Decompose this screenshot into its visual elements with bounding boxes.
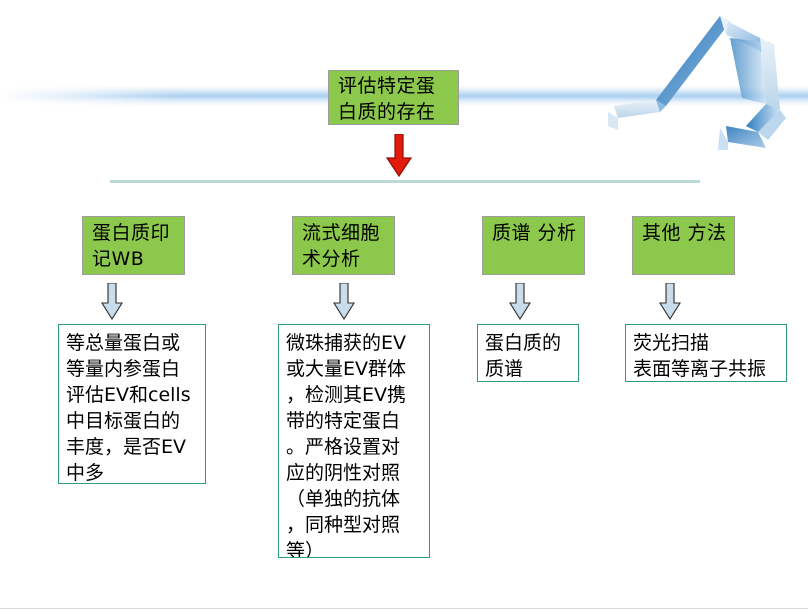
blue-down-arrow-icon-1	[100, 282, 124, 321]
background-band-fade	[0, 86, 180, 106]
flow-root-node[interactable]: 评估特定蛋 白质的存在	[328, 70, 459, 125]
horizontal-divider	[110, 180, 700, 183]
branch-header-1[interactable]: 蛋白质印 记WB	[82, 216, 185, 275]
branch-header-3[interactable]: 质谱 分析	[482, 216, 585, 275]
branch-detail-4[interactable]: 荧光扫描 表面等离子共振	[625, 324, 787, 382]
red-down-arrow-icon	[385, 133, 413, 178]
branch-detail-3[interactable]: 蛋白质的 质谱	[477, 324, 579, 382]
decorative-ribbon-graphic	[608, 0, 808, 150]
branch-detail-1[interactable]: 等总量蛋白或 等量内参蛋白 评估EV和cells 中目标蛋白的 丰度，是否EV …	[58, 324, 206, 484]
blue-down-arrow-icon-2	[332, 282, 356, 321]
blue-down-arrow-icon-3	[508, 282, 532, 321]
branch-header-4[interactable]: 其他 方法	[632, 216, 735, 275]
branch-header-2[interactable]: 流式细胞 术分析	[292, 216, 395, 275]
branch-detail-2[interactable]: 微珠捕获的EV 或大量EV群体 ，检测其EV携 带的特定蛋白 。严格设置对 应的…	[278, 324, 430, 558]
blue-down-arrow-icon-4	[658, 282, 682, 321]
